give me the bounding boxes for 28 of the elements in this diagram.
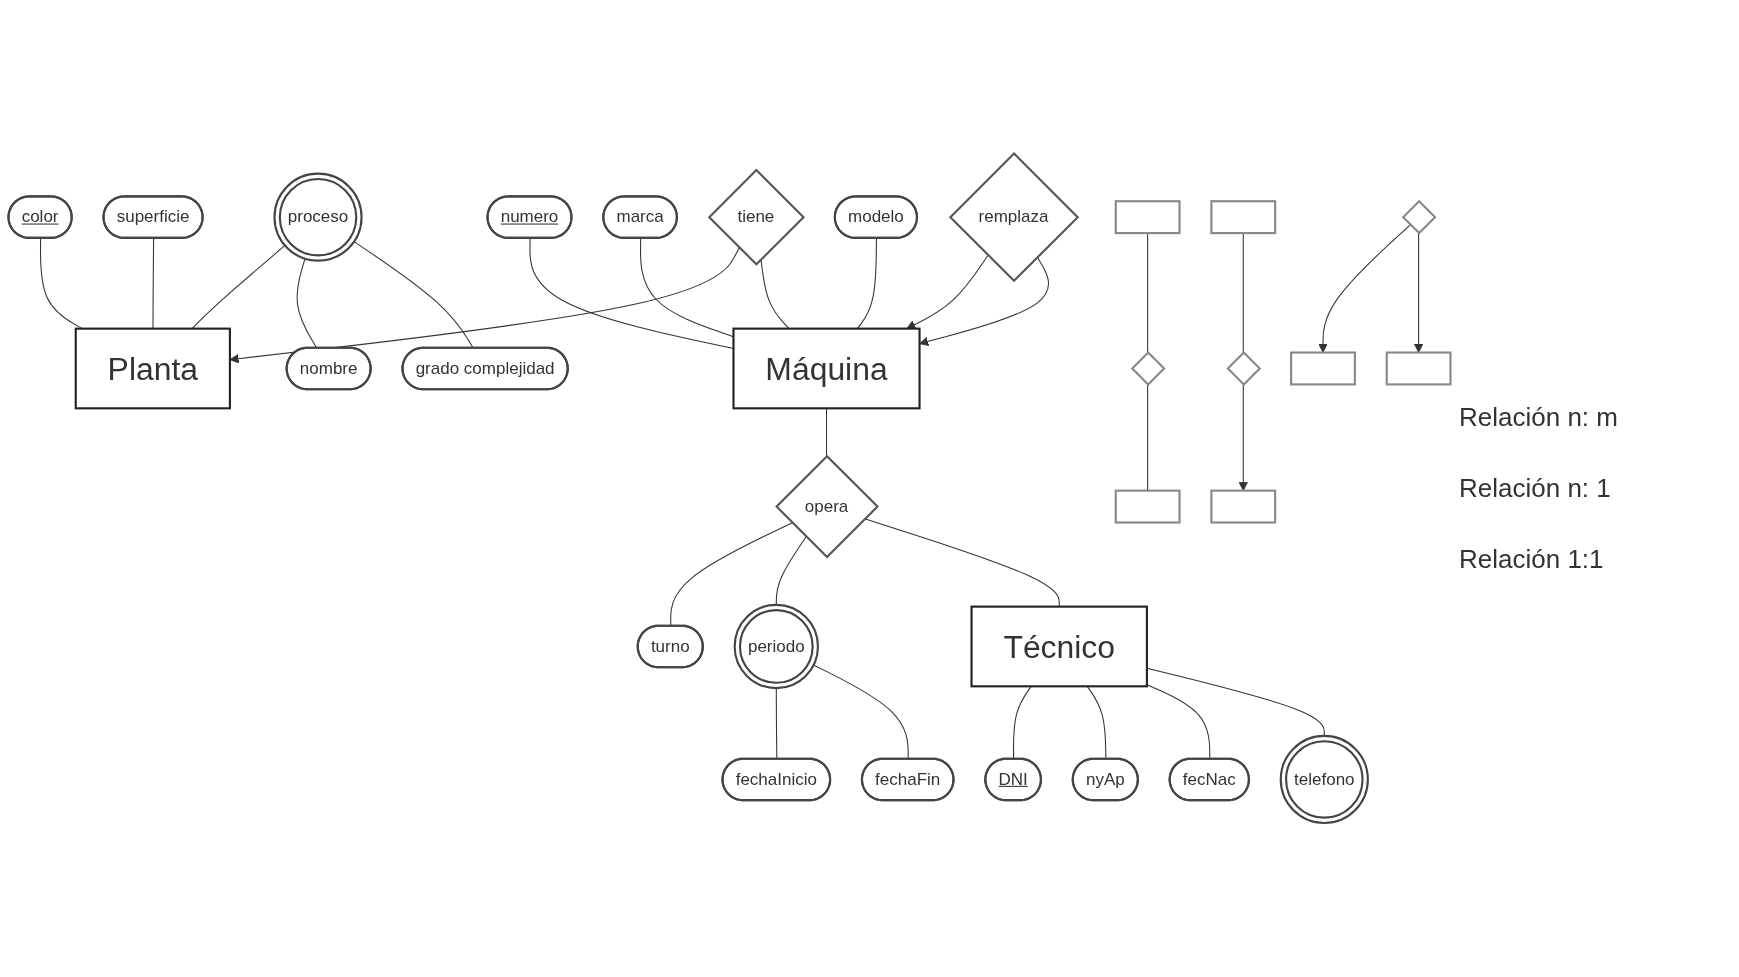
node-circle: periodo (733, 604, 819, 690)
relation-label: Relación n: 1 (1459, 473, 1612, 504)
node-box (1385, 351, 1452, 386)
connector (529, 238, 734, 350)
node-diamond (1401, 199, 1437, 235)
node-diamond (1130, 351, 1166, 387)
node-circle: telefono (1279, 735, 1369, 825)
node-diamond: tiene (707, 168, 806, 267)
node-box (1210, 200, 1277, 235)
relation-label: Relación 1:1 (1459, 544, 1605, 575)
relation-label: Relación n: m (1459, 402, 1619, 433)
node-box (1210, 489, 1277, 524)
arrow (919, 256, 1049, 347)
node-circle: proceso (273, 172, 363, 262)
node-diamond: remplaza (948, 152, 1080, 283)
node-diamond (1226, 351, 1262, 387)
node-box (1114, 200, 1181, 235)
node-box (1290, 351, 1356, 386)
node-diamond: opera (775, 454, 879, 559)
connector (1146, 667, 1325, 737)
node-box: Máquina (732, 327, 921, 410)
node-box (1114, 489, 1181, 524)
node-box: Planta (74, 327, 231, 410)
connector (775, 536, 807, 606)
arrow (229, 247, 740, 364)
connector (826, 408, 828, 457)
connector (640, 238, 734, 338)
node-box: Técnico (970, 605, 1148, 688)
